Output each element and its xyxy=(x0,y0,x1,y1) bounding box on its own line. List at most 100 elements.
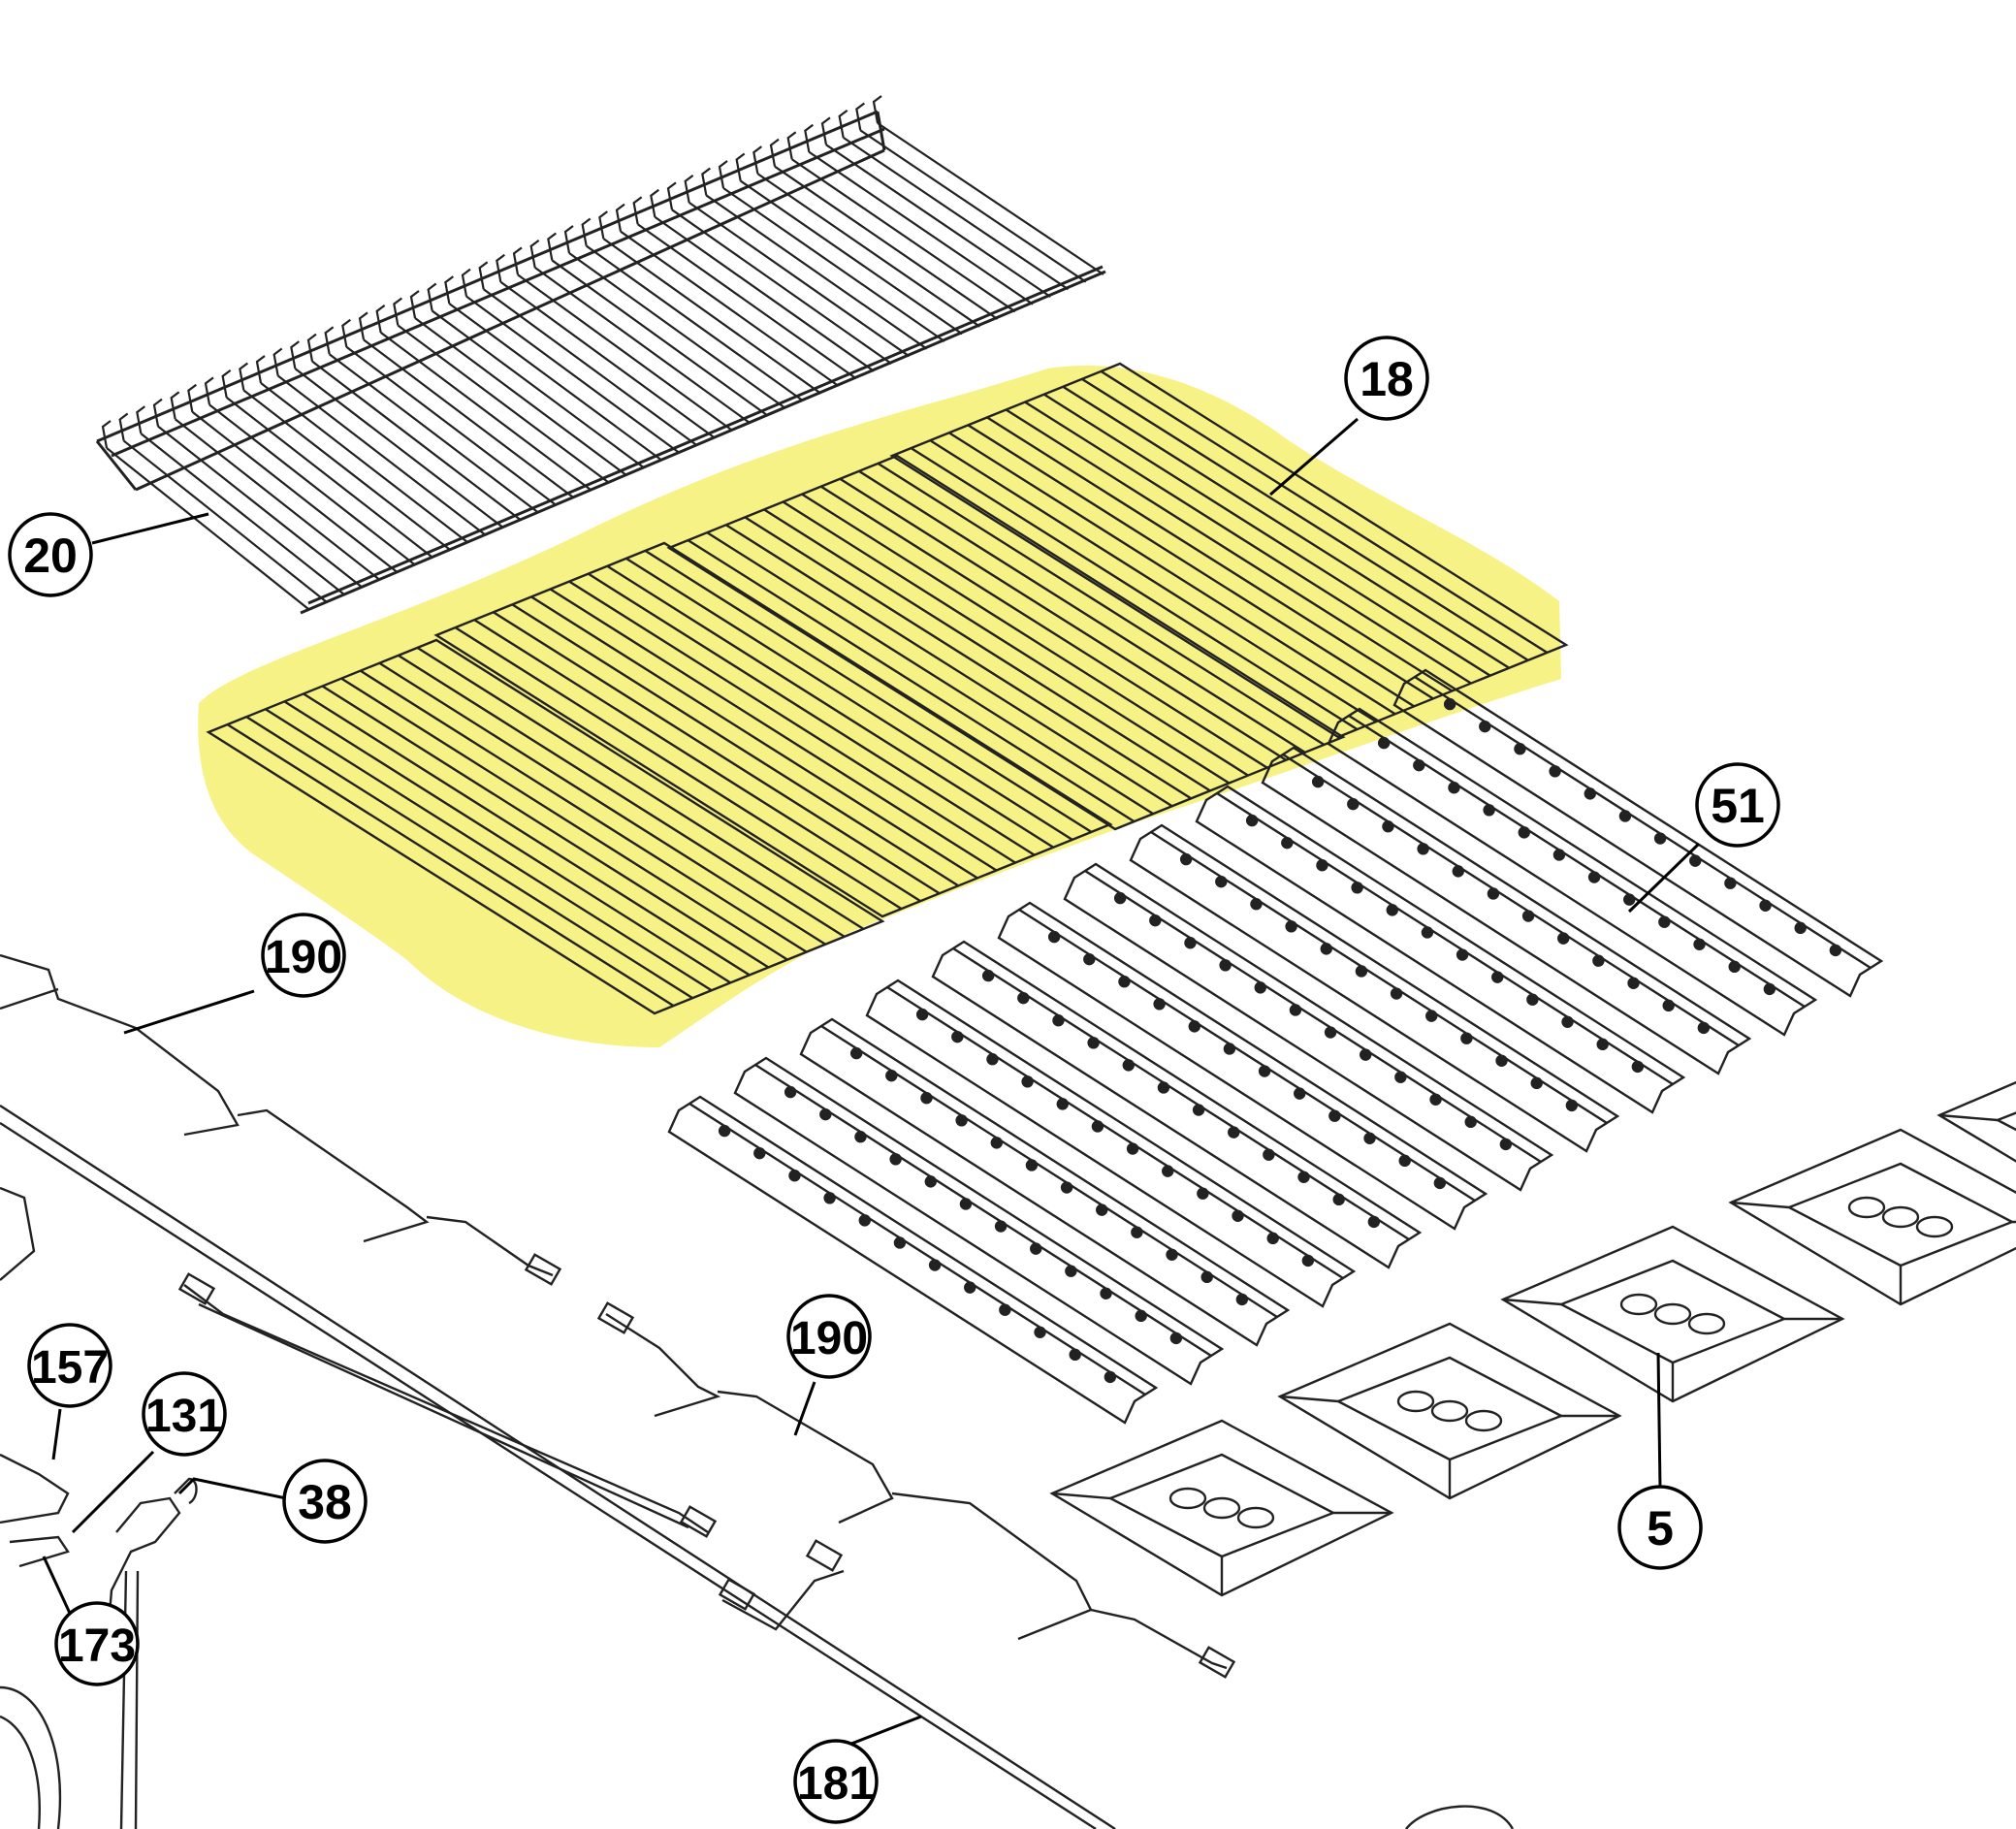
rack-bar xyxy=(705,194,928,350)
flavorizer-hole xyxy=(1328,1109,1341,1122)
grate-bar xyxy=(644,549,1093,833)
rack-hook xyxy=(306,333,317,362)
rack-hook xyxy=(409,290,420,319)
grate-bar xyxy=(1005,408,1454,692)
callout-label: 157 xyxy=(31,1342,109,1394)
flavorizer-hole xyxy=(1223,1043,1236,1055)
flavorizer-hole xyxy=(1135,1309,1147,1323)
flavorizer-hole xyxy=(1258,1065,1271,1077)
flavorizer-hole xyxy=(1289,1004,1302,1016)
rack-hook xyxy=(804,123,814,152)
callout-5[interactable]: 5 xyxy=(1617,1485,1703,1570)
rack-hook xyxy=(427,282,437,311)
callout-181[interactable]: 181 xyxy=(793,1739,879,1824)
rack-hook xyxy=(444,275,454,305)
callout-131[interactable]: 131 xyxy=(142,1371,227,1457)
grate-bar xyxy=(493,611,941,895)
grate-bar xyxy=(687,539,1136,823)
rack-bar xyxy=(276,374,486,536)
flavorizer-bar xyxy=(733,1056,1225,1386)
flavorizer-bar xyxy=(1063,862,1554,1192)
deflector-tray xyxy=(1728,1128,2016,1306)
grate-bar xyxy=(265,708,713,992)
callout-190-lower[interactable]: 190 xyxy=(786,1294,872,1379)
flavorizer-hole xyxy=(1060,1181,1073,1194)
grate-bar xyxy=(820,485,1268,769)
grate-bar xyxy=(1081,377,1529,661)
rack-bar xyxy=(843,136,1070,291)
deflector-slot xyxy=(1202,1496,1241,1520)
flavorizer-hole xyxy=(1122,1059,1135,1072)
rack-hook xyxy=(478,261,489,290)
flavorizer-bar xyxy=(1327,707,1818,1037)
flavorizer-hole xyxy=(1653,832,1667,845)
flavorizer-hole xyxy=(1413,758,1425,772)
grate-bar xyxy=(245,716,693,1000)
callout-173[interactable]: 173 xyxy=(54,1601,140,1686)
rack-hook xyxy=(290,340,300,369)
flavorizer-hole xyxy=(1324,1026,1337,1039)
callout-label: 131 xyxy=(145,1391,223,1442)
flavorizer-hole xyxy=(1390,987,1403,1000)
flavorizer-hole xyxy=(915,1008,929,1021)
flavorizer-hole xyxy=(1794,921,1807,935)
flavorizer-hole xyxy=(1631,1060,1645,1074)
flavorizer-hole xyxy=(951,1030,964,1043)
flavorizer-hole xyxy=(1724,877,1737,889)
flavorizer-hole xyxy=(1104,1370,1117,1384)
grate-bar xyxy=(1062,385,1510,669)
grate-bar xyxy=(321,685,770,969)
callout-157[interactable]: 157 xyxy=(27,1323,112,1408)
callout-38[interactable]: 38 xyxy=(282,1459,368,1544)
rack-bar xyxy=(174,418,380,581)
rack-bar xyxy=(106,447,309,610)
callout-label: 51 xyxy=(1711,779,1765,833)
flavorizer-hole xyxy=(889,1153,902,1166)
rack-bar xyxy=(756,173,981,328)
deflector-top xyxy=(1558,1259,1787,1364)
callout-190-upper[interactable]: 190 xyxy=(261,913,346,998)
flavorizer-bar xyxy=(1129,823,1620,1153)
flavorizer-hole xyxy=(1179,852,1193,866)
flavorizer-hole xyxy=(1429,1093,1442,1106)
flavorizer-hole xyxy=(1382,820,1394,833)
flavorizer-hole xyxy=(1367,1215,1381,1229)
grate-bar xyxy=(929,439,1377,723)
callout-20[interactable]: 20 xyxy=(8,512,93,597)
rack-bar xyxy=(208,403,416,565)
rack-bar xyxy=(791,158,1016,313)
flavorizer-hole xyxy=(924,1175,937,1188)
flavorizer-hole xyxy=(784,1085,797,1099)
flavorizer-bar xyxy=(1195,785,1686,1114)
grate-bar xyxy=(416,646,865,930)
deflector-slot xyxy=(1168,1487,1207,1510)
flavorizer-hole xyxy=(1297,1171,1310,1183)
flavorizer-hole xyxy=(1448,782,1460,794)
deflector-slot xyxy=(1396,1390,1435,1413)
flavorizer-hole xyxy=(986,1053,999,1066)
rack-bar xyxy=(432,309,645,469)
grate-bar xyxy=(801,493,1249,777)
rack-bar xyxy=(363,338,574,498)
deflector-top xyxy=(1786,1162,2015,1267)
flavorizer-hole xyxy=(1294,1087,1306,1100)
deflector-edge xyxy=(1279,1395,1339,1403)
deflector-slot xyxy=(1464,1409,1503,1432)
flavorizer-hole xyxy=(1759,899,1772,912)
flavorizer-hole xyxy=(849,1046,863,1060)
flavorizer-hole xyxy=(1215,875,1228,888)
callout-51[interactable]: 51 xyxy=(1695,762,1780,848)
flavorizer-hole xyxy=(1491,971,1504,983)
flavorizer-hole xyxy=(1021,1075,1034,1088)
grate-bar xyxy=(378,661,826,946)
flavorizer-hole xyxy=(1526,993,1539,1006)
callout-label: 173 xyxy=(58,1620,136,1672)
flavorizer-hole xyxy=(1360,1048,1372,1061)
flavorizer-hole xyxy=(1697,1021,1711,1035)
rack-bar xyxy=(260,382,468,543)
callout-18[interactable]: 18 xyxy=(1344,336,1429,421)
flavorizer-hole xyxy=(1316,859,1328,872)
rack-bar xyxy=(722,187,945,342)
deflector-slot xyxy=(1619,1293,1658,1316)
flavorizer-hole xyxy=(964,1281,976,1294)
